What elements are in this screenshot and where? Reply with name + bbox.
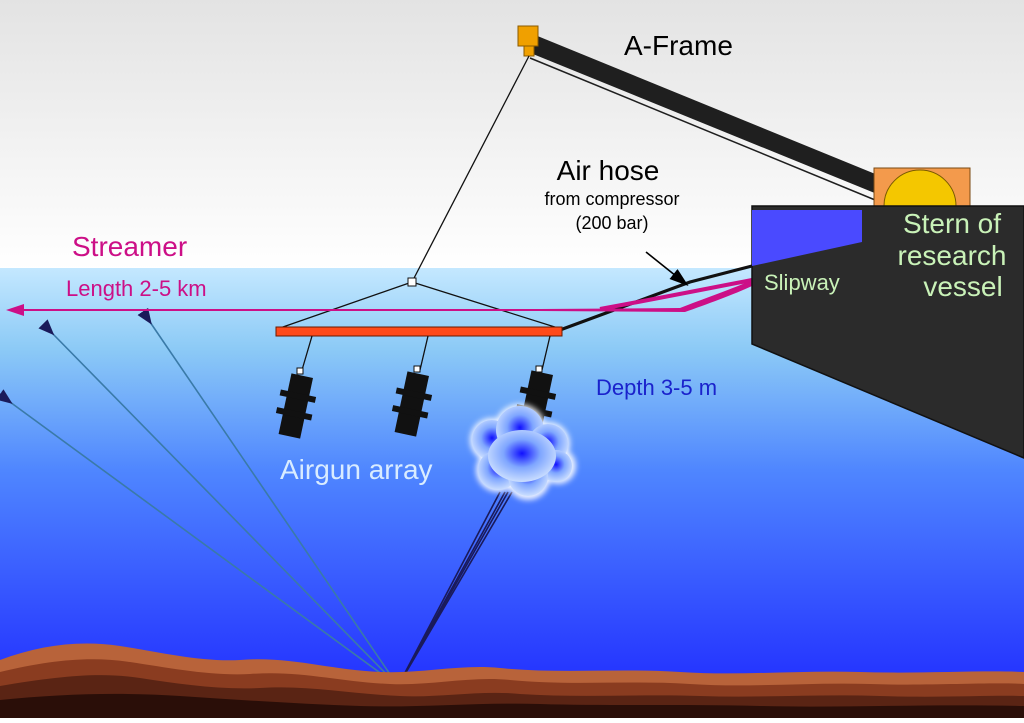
streamer-label: Streamer xyxy=(72,231,187,262)
bridle-left xyxy=(279,281,413,329)
float-bar xyxy=(275,326,563,337)
streamer-arrowhead xyxy=(6,304,24,316)
depth-label: Depth 3-5 m xyxy=(596,375,717,400)
streamer xyxy=(6,278,753,316)
bridle-right xyxy=(411,281,559,329)
tow-junction xyxy=(407,277,417,287)
ray-down-4 xyxy=(397,491,513,687)
a-frame xyxy=(517,25,890,203)
a-frame-hinge xyxy=(883,169,957,207)
a-frame-label: A-Frame xyxy=(624,30,733,61)
a-frame-pulley-block xyxy=(523,45,535,57)
slipway-label: Slipway xyxy=(764,270,840,295)
streamer-length-label: Length 2-5 km xyxy=(66,276,207,301)
air-hose-pointer xyxy=(645,251,689,286)
seismic-ray-paths xyxy=(0,307,513,687)
slipway-ramp xyxy=(752,210,862,266)
airgun-bubble-cloud xyxy=(470,404,576,500)
air-hose-line2: (200 bar) xyxy=(575,213,648,233)
seafloor xyxy=(0,643,1024,718)
a-frame-pulley xyxy=(517,25,539,47)
a-frame-base xyxy=(873,167,971,213)
air-hose-line1: from compressor xyxy=(544,189,679,209)
vessel-label-line3: vessel xyxy=(923,271,1002,302)
a-frame-arm-inner xyxy=(529,57,881,203)
vessel-label-line1: Stern of xyxy=(903,208,1001,239)
tow-lines xyxy=(279,55,753,332)
vessel-hull xyxy=(751,205,1024,459)
a-frame-tow-line xyxy=(411,55,530,283)
air-hose-line xyxy=(559,264,753,332)
airgun-array-label: Airgun array xyxy=(280,454,433,485)
ray-reflected-2 xyxy=(137,307,399,687)
airgun-2 xyxy=(391,335,433,437)
research-vessel xyxy=(751,205,1024,459)
ray-reflected-3 xyxy=(0,389,399,687)
a-frame-arm xyxy=(528,35,890,196)
streamer-cable xyxy=(14,280,752,312)
airgun-1 xyxy=(275,335,317,439)
ray-reflected-1 xyxy=(38,319,399,687)
vessel-label-line2: research xyxy=(898,240,1007,271)
air-hose-title: Air hose xyxy=(557,155,660,186)
